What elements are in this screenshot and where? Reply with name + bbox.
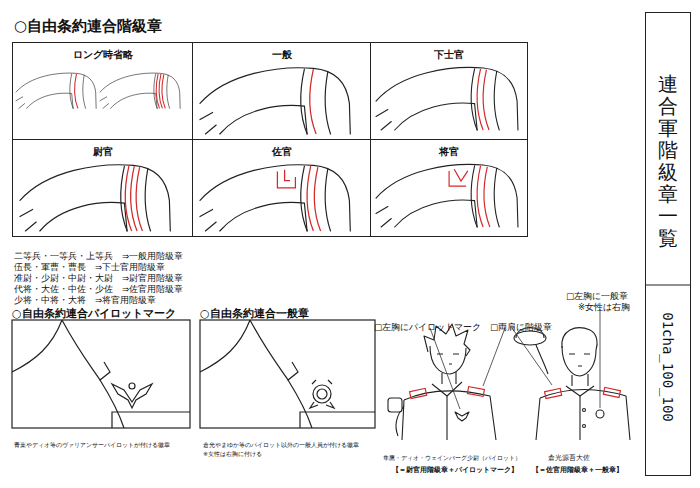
rank-panel: 尉官 [12, 139, 193, 237]
sheet-title: ○自由条約連合階級章 [14, 17, 162, 36]
sheet-label-box: 連合軍階級章一覧 01cha_100_100 [645, 12, 691, 476]
label-slot: 代将・大佐・中佐・少佐 ⇒佐官用階級章 [14, 277, 183, 296]
label-slot: ※女性は右胸 [578, 295, 630, 314]
note-text: 隼鷹・ディオ・ウェインバーグ少尉（パイロット） [383, 454, 521, 463]
badge-panel: ○自由条約連合一般章 [200, 302, 376, 428]
label-slot: 准尉・少尉・中尉・大尉 ⇒尉官用階級章 [14, 266, 183, 285]
vertical-title: 連合軍階級章一覧 [658, 73, 678, 249]
note-text: 伍長・軍曹・曹長 ⇒下士官用階級章 [14, 262, 165, 274]
shoulder-board [545, 388, 562, 398]
label-slot: □両肩に階級章 [490, 315, 552, 334]
rank-panel: ロング時省略 [12, 42, 193, 140]
sleeve [200, 68, 350, 134]
rank-panel: 下士官 [370, 42, 528, 140]
pilot-mark-panel [12, 320, 190, 428]
general-badge-panel [200, 320, 375, 428]
label-slot: 倉光やまゆか等のパイロット以外の一般人員が付ける徽章 [203, 432, 359, 451]
divider [646, 284, 690, 285]
note-text: 准尉・少尉・中尉・大尉 ⇒尉官用階級章 [14, 273, 183, 285]
label-slot: ※女性は右胸に付ける [203, 441, 262, 460]
shoulder-board [410, 388, 427, 398]
label-slot: 倉光源吾大佐 [548, 445, 590, 464]
sleeve [100, 73, 180, 108]
rank-label: 一般 [272, 48, 292, 62]
note-text: 少将・中将・大将 ⇒将官用階級章 [14, 295, 156, 307]
note-text: 青葉やディオ等のヴァリアンサーパイロットが付ける徽章 [14, 441, 170, 450]
rank-panel: 将官 [370, 139, 528, 237]
section-heading: ○自由条約連合一般章 [200, 306, 309, 321]
note-text: □左胸に一般章 [566, 291, 628, 303]
label-slot: 二等兵・一等兵・上等兵 ⇒一般用階級章 [14, 244, 183, 263]
label-slot: 少将・中将・大将 ⇒将官用階級章 [14, 288, 156, 307]
note-text: ※女性は右胸に付ける [203, 450, 262, 459]
title-slot: ○自由条約連合階級章 [14, 16, 162, 36]
rank-panel: 佐官 [192, 139, 371, 237]
label-slot: 伍長・軍曹・曹長 ⇒下士官用階級章 [14, 255, 165, 274]
note-text: 倉光源吾大佐 [548, 453, 590, 463]
sleeve [200, 165, 350, 231]
shoulder-board [467, 387, 484, 397]
label-slot: 【＝佐官用階級章＋一般章】 [532, 457, 623, 476]
rank-label: ロング時省略 [73, 48, 133, 62]
note-text: □両肩に階級章 [490, 322, 552, 334]
rank-panel: 一般 [192, 42, 371, 140]
note-text: ※女性は右胸 [578, 302, 630, 314]
label-slot: □左胸に一般章 [566, 284, 628, 303]
sleeve [376, 67, 518, 130]
officer-figure [514, 328, 630, 441]
rank-label: 将官 [439, 145, 459, 159]
note-text: 【＝佐官用階級章＋一般章】 [532, 465, 623, 475]
label-slot: 【＝尉官用階級章＋パイロットマーク】 [392, 457, 518, 476]
sheet-code: 01cha_100_100 [660, 302, 676, 432]
sleeve [20, 165, 170, 231]
label-slot: □左胸にパイロットマーク [374, 315, 481, 334]
pilot-figure [388, 324, 496, 440]
label-slot: 隼鷹・ディオ・ウェインバーグ少尉（パイロット） [383, 445, 521, 464]
section-heading: ○自由条約連合パイロットマーク [12, 306, 176, 321]
rank-label: 尉官 [93, 145, 113, 159]
badge-panel: ○自由条約連合パイロットマーク [12, 302, 190, 428]
note-text: 倉光やまゆか等のパイロット以外の一般人員が付ける徽章 [203, 441, 359, 450]
note-text: □左胸にパイロットマーク [374, 322, 481, 334]
sleeve [376, 164, 518, 227]
rank-label: 佐官 [272, 145, 292, 159]
rank-label: 下士官 [434, 48, 464, 62]
shoulder-board [603, 387, 620, 397]
note-text: 代将・大佐・中佐・少佐 ⇒佐官用階級章 [14, 284, 183, 296]
sleeve [16, 73, 96, 108]
note-text: 【＝尉官用階級章＋パイロットマーク】 [392, 465, 518, 475]
note-text: 二等兵・一等兵・上等兵 ⇒一般用階級章 [14, 251, 183, 263]
label-slot: 青葉やディオ等のヴァリアンサーパイロットが付ける徽章 [14, 432, 170, 451]
